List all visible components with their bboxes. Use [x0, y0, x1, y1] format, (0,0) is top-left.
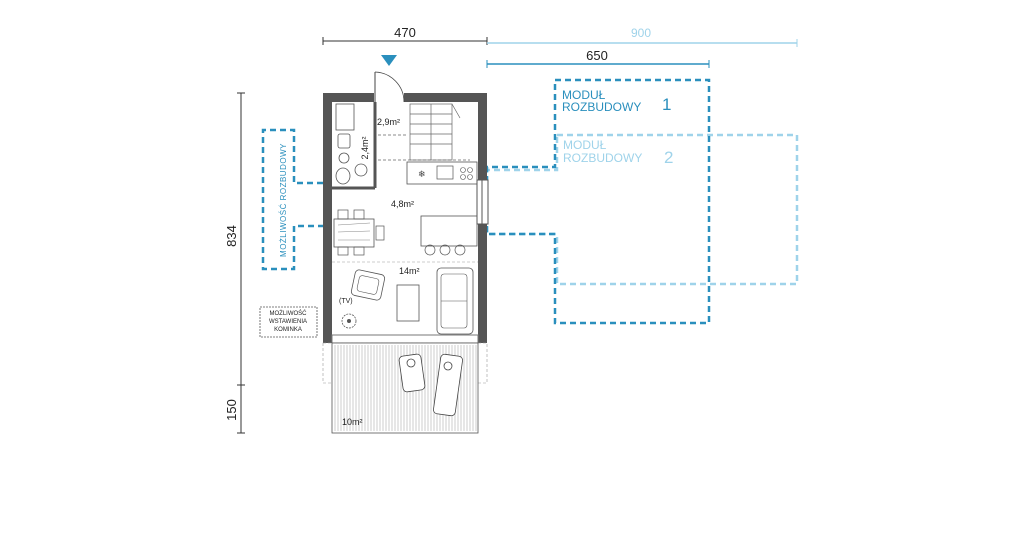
fireplace-note: MOŻLIWOŚĆ WSTAWIENIA KOMINKA: [259, 306, 318, 338]
sun-loungers: [398, 353, 463, 417]
bathroom: 2,4m²: [332, 102, 377, 190]
fireplace-note-line2: WSTAWIENIA: [269, 319, 307, 325]
living-area: 14m²: [399, 266, 420, 276]
dimension-width-top: 470: [322, 25, 488, 45]
entrance-door: [374, 71, 405, 103]
width-module1-label: 650: [586, 48, 608, 63]
fireplace-note-line3: KOMINKA: [274, 327, 302, 333]
expansion-module-2: MODUŁ ROZBUDOWY 2: [485, 133, 799, 286]
module1-number: 1: [662, 95, 671, 114]
fireplace-icon: [341, 313, 357, 329]
side-expansion-outline: MOŻLIWOŚĆ ROZBUDOWY: [261, 128, 323, 271]
tv-label: (TV): [339, 298, 353, 305]
height-total-label: 834: [224, 225, 239, 247]
entrance-arrow-icon: [381, 55, 397, 66]
module2-number: 2: [664, 148, 673, 167]
sofa: [436, 267, 474, 335]
kitchen-area: 4,8m²: [391, 199, 414, 209]
dimension-height-terrace: 150: [224, 385, 245, 434]
armchair: [350, 269, 386, 301]
width-module2-label: 900: [631, 26, 651, 40]
bathroom-area: 2,4m²: [360, 136, 370, 159]
module1-line2: ROZBUDOWY: [562, 100, 641, 114]
dimension-height-total: 834: [224, 92, 245, 386]
module2-line1: MODUŁ: [563, 138, 607, 152]
module1-line1: MODUŁ: [562, 88, 606, 102]
expansion-module-1: MODUŁ ROZBUDOWY 1: [485, 78, 711, 325]
dimension-module2-width: 900: [487, 26, 798, 47]
dining-table: [333, 209, 385, 256]
height-terrace-label: 150: [224, 399, 239, 421]
snowflake-icon: ❄: [418, 169, 426, 179]
coffee-table: [396, 284, 420, 322]
hall-area: 2,9m²: [377, 117, 400, 127]
terrace-area: 10m²: [342, 417, 363, 427]
kitchen-counter: ❄: [406, 161, 478, 185]
kitchen-island: [420, 215, 478, 256]
module2-line2: ROZBUDOWY: [563, 151, 642, 165]
width-top-label: 470: [394, 25, 416, 40]
dimension-module1-width: 650: [486, 48, 710, 68]
stairs: [378, 103, 470, 161]
side-expansion-label: MOŻLIWOŚĆ ROZBUDOWY: [279, 143, 288, 257]
fireplace-note-line1: MOŻLIWOŚĆ: [270, 309, 308, 317]
